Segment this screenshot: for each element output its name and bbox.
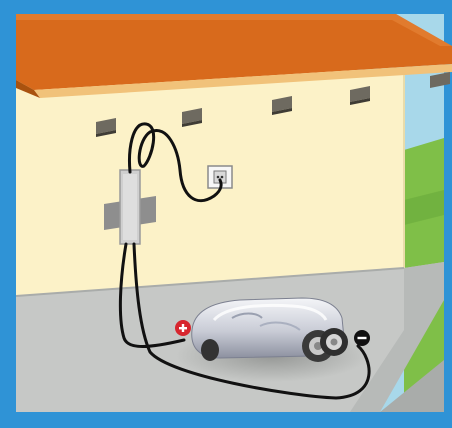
minus-circle-icon (354, 330, 370, 346)
robotic-mower-icon (192, 298, 348, 362)
power-supply-icon (120, 170, 140, 244)
plus-circle-icon (175, 320, 191, 336)
mower-left-wheel (201, 339, 219, 361)
mower-front-wheel (320, 328, 348, 356)
